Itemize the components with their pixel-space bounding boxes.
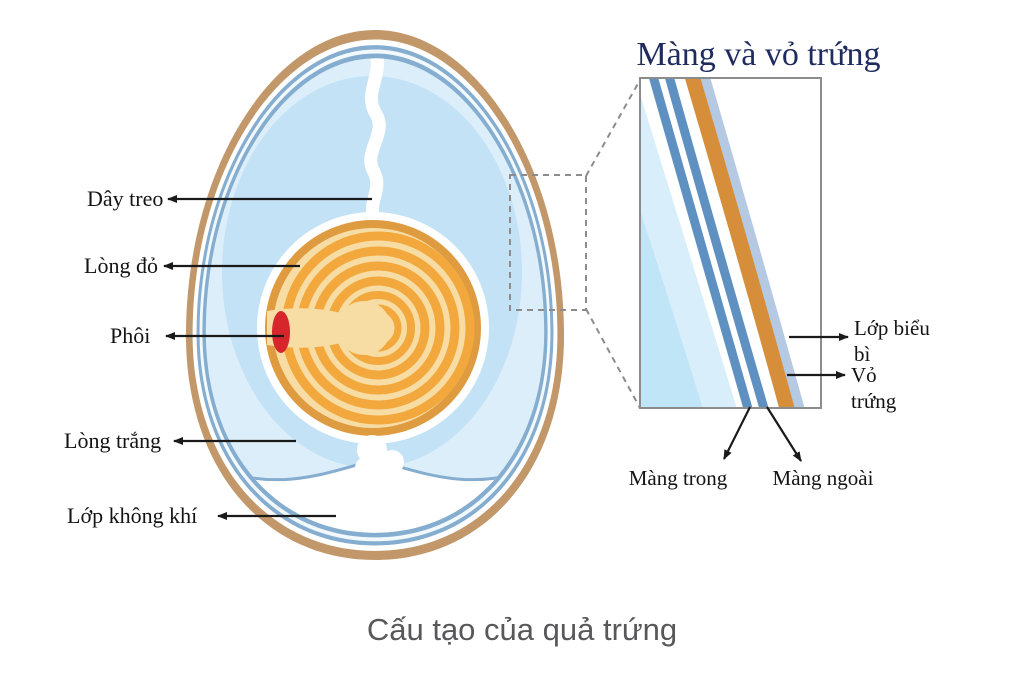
label-long-trang: Lòng trắng bbox=[64, 428, 162, 453]
callout-arrows bbox=[163, 195, 849, 520]
label-phoi: Phôi bbox=[110, 323, 151, 348]
egg-cross-section bbox=[185, 30, 565, 560]
embryo-spot bbox=[272, 311, 290, 353]
label-lop-khong-khi: Lớp không khí bbox=[67, 503, 198, 528]
zoom-link-top bbox=[585, 79, 641, 177]
label-day-treo: Dây treo bbox=[87, 186, 164, 211]
label-long-do: Lòng đỏ bbox=[84, 253, 158, 278]
label-mang-ngoai: Màng ngoài bbox=[772, 466, 874, 490]
label-vo-trung: Vỏ trứng bbox=[851, 363, 897, 413]
inset-outer-membrane bbox=[664, 78, 769, 408]
figure-caption: Cấu tạo của quả trứng bbox=[366, 612, 678, 647]
zoom-link-bottom bbox=[585, 308, 641, 409]
inset-albumen-deep bbox=[640, 210, 703, 408]
inset-eggshell-layer bbox=[684, 78, 795, 408]
inset-cuticle-layer bbox=[698, 78, 805, 408]
label-mang-trong: Màng trong bbox=[628, 466, 728, 490]
arrow-mang-ngoai bbox=[766, 406, 802, 462]
chalaza-cord bbox=[364, 58, 386, 221]
zoom-source-rect bbox=[509, 174, 587, 311]
yolk bbox=[257, 212, 489, 444]
label-lop-bieu-bi: Lớp biểu bì bbox=[854, 316, 930, 366]
inset-frame bbox=[639, 77, 822, 409]
inset-title: Màng và vỏ trứng bbox=[636, 36, 881, 73]
arrow-mang-trong bbox=[723, 406, 751, 460]
inset-shell-layers bbox=[639, 77, 822, 409]
zoom-region-links bbox=[509, 79, 641, 409]
chalaza-lower bbox=[355, 435, 404, 497]
air-cell bbox=[205, 460, 545, 533]
inset-inner-membrane bbox=[648, 78, 753, 408]
